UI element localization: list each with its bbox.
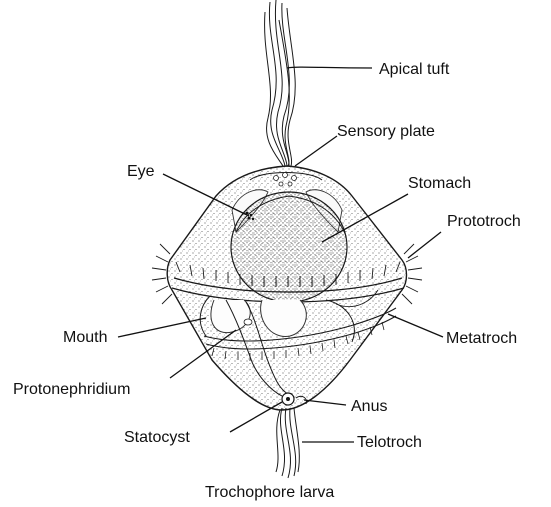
figure-caption: Trochophore larva [205, 484, 334, 501]
label-stomach: Stomach [408, 175, 471, 192]
label-telotroch: Telotroch [357, 434, 422, 451]
label-sensory-plate: Sensory plate [337, 123, 435, 140]
label-protonephridium: Protonephridium [13, 381, 130, 398]
label-mouth: Mouth [63, 329, 107, 346]
larva-body-drawing [152, 166, 422, 410]
label-apical-tuft: Apical tuft [379, 61, 450, 78]
label-eye: Eye [127, 163, 155, 180]
label-metatroch: Metatroch [446, 330, 517, 347]
label-statocyst: Statocyst [124, 429, 190, 446]
label-anus: Anus [351, 398, 387, 415]
stomach-organ [231, 192, 347, 302]
apical-tuft-drawing [265, 0, 296, 166]
leader-metatroch [388, 314, 443, 337]
label-prototroch: Prototroch [447, 213, 521, 230]
leader-apical-tuft [287, 67, 372, 68]
leader-statocyst [230, 402, 282, 432]
leader-anus [304, 400, 346, 405]
leader-sensory-plate [295, 136, 337, 166]
telotroch-drawing [276, 408, 299, 478]
